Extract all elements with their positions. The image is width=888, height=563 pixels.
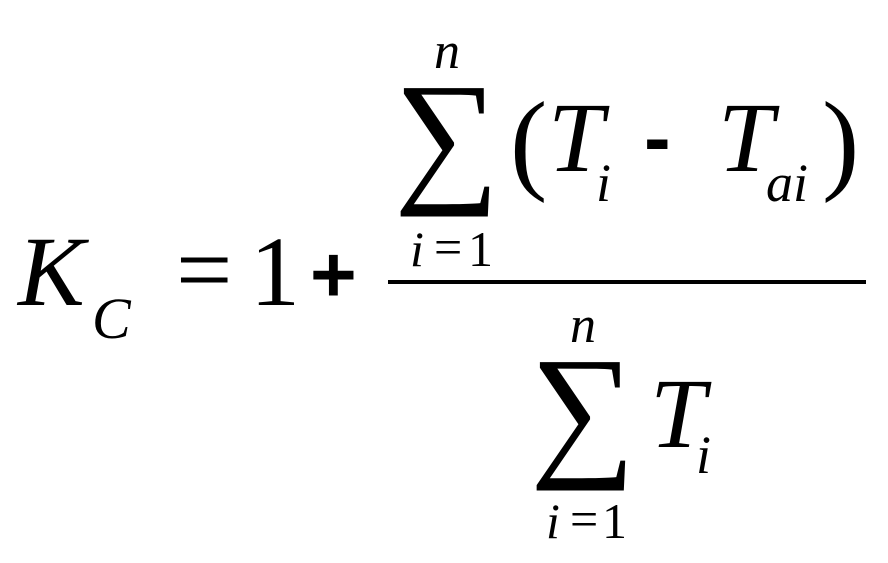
equals-sign: = bbox=[176, 214, 233, 325]
numerator-lower-equals: = bbox=[434, 219, 463, 275]
numerator-close-paren: ) bbox=[822, 80, 860, 204]
constant-one: 1 bbox=[250, 216, 300, 327]
plus-sign: + bbox=[310, 230, 357, 319]
denominator-sum-symbol: ∑ bbox=[530, 328, 636, 492]
numerator-minus: - bbox=[644, 93, 671, 182]
numerator-open-paren: ( bbox=[510, 80, 548, 204]
numerator-term1-subscript: i bbox=[596, 153, 612, 213]
numerator-term2-subscript: ai bbox=[766, 153, 809, 213]
denominator-upper-limit: n bbox=[570, 297, 596, 354]
denominator-lower-index: i bbox=[546, 493, 560, 549]
denominator-term-symbol: T bbox=[650, 358, 706, 469]
lhs-symbol: K bbox=[18, 216, 85, 327]
numerator-lower-index: i bbox=[410, 221, 424, 277]
fraction-bar bbox=[388, 280, 866, 284]
numerator-lower-value: 1 bbox=[468, 221, 493, 277]
numerator-upper-limit: n bbox=[434, 23, 460, 80]
numerator-term1-symbol: T bbox=[548, 82, 604, 193]
denominator-lower-equals: = bbox=[570, 491, 599, 547]
numerator-sum-symbol: ∑ bbox=[394, 54, 500, 218]
denominator-term-subscript: i bbox=[696, 425, 712, 485]
denominator-lower-value: 1 bbox=[602, 493, 627, 549]
lhs-subscript: C bbox=[92, 286, 131, 351]
numerator-term2-symbol: T bbox=[718, 82, 774, 193]
